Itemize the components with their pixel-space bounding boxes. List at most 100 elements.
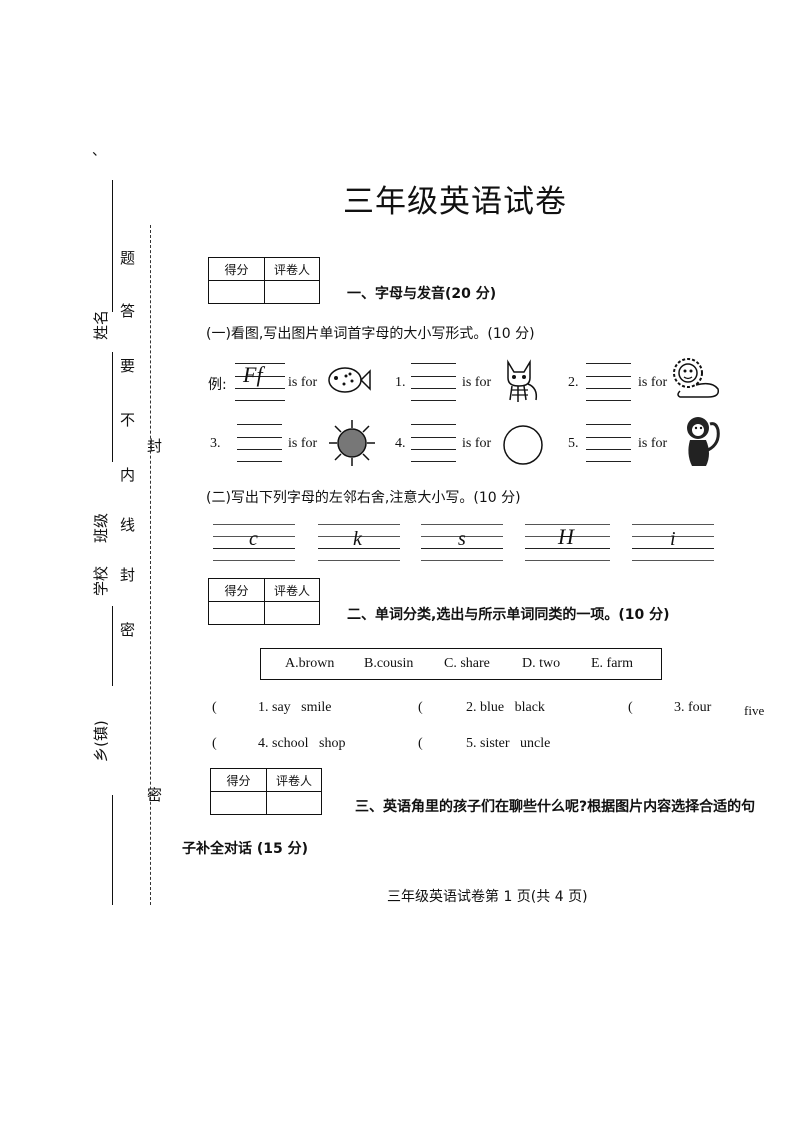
writing-line [411,388,456,389]
question: 2. blue black [466,700,545,715]
name-label: 姓名 [92,309,110,340]
writing-line [235,400,285,401]
paren-open: ( [418,700,423,715]
section1-title: 一、字母与发音(20 分) [347,286,497,302]
given-letter: i [670,528,676,550]
writing-line [586,363,631,364]
question: 5. sister uncle [466,736,551,751]
writing-line [237,424,282,425]
section3-title: 三、英语角里的孩子们在聊些什么呢?根据图片内容选择合适的句 [355,799,756,815]
seal-char: 不 [118,412,136,427]
score-box-3: 得分评卷人 [210,768,322,815]
writing-line [632,548,714,549]
writing-line [525,548,610,549]
score-label: 得分 [208,578,265,602]
question: 4. school shop [258,736,346,751]
page-footer: 三年级英语试卷第 1 页(共 4 页) [387,889,588,905]
seal-char: 答 [118,303,136,318]
writing-line [213,560,295,561]
margin-solid-line-1 [112,180,113,312]
sun-icon [329,420,375,466]
writing-line [586,449,631,450]
writing-line [586,376,631,377]
town-label: 乡(镇) [92,720,110,762]
paren-open: ( [418,736,423,751]
given-letter: s [458,528,466,550]
option: E. farm [591,656,633,671]
margin-solid-line-3 [112,606,113,686]
writing-line [421,560,503,561]
seal-char: 内 [118,467,136,482]
item-number: 1. [395,375,406,390]
writing-line [235,363,285,364]
seal-char: 线 [118,517,136,532]
writing-line [411,449,456,450]
writing-line [411,376,456,377]
example-letters: Ff [243,362,263,387]
writing-line [525,536,610,537]
grader-label: 评卷人 [266,768,322,792]
given-letter: c [249,528,258,550]
circle-icon [503,425,543,465]
writing-line [213,548,295,549]
corner-mark: 、 [92,143,106,159]
writing-line [318,536,400,537]
section1-part2-title: (二)写出下列字母的左邻右舍,注意大小写。(10 分) [206,490,521,506]
question: 3. four [674,700,712,715]
item-number: 5. [568,436,579,451]
item-number: 2. [568,375,579,390]
grader-label: 评卷人 [264,578,320,602]
margin-solid-line-4 [112,795,113,905]
writing-line [318,548,400,549]
grader-cell[interactable] [266,791,322,815]
paren-open: ( [628,700,633,715]
section2-title: 二、单词分类,选出与所示单词同类的一项。(10 分) [347,607,670,623]
is-for-text: is for [288,436,318,451]
score-box-1: 得分评卷人 [208,257,320,304]
section1-part1-title: (一)看图,写出图片单词首字母的大小写形式。(10 分) [206,326,535,342]
writing-line [411,363,456,364]
option: B.cousin [364,656,414,671]
writing-line [318,524,400,525]
margin-dashed-line [150,225,151,905]
page-title: 三年级英语试卷 [343,184,567,220]
option: A.brown [285,656,335,671]
score-cell[interactable] [208,601,265,625]
writing-line [525,524,610,525]
lion-icon [673,358,720,398]
grader-cell[interactable] [264,601,320,625]
options-box [260,648,662,680]
writing-line [213,524,295,525]
seal-char: 封 [145,438,163,453]
option: D. two [522,656,561,671]
writing-line [421,524,503,525]
is-for-text: is for [462,436,492,451]
option: C. share [444,656,490,671]
score-label: 得分 [208,257,265,281]
fish-icon [328,367,371,393]
margin-solid-line-2 [112,352,113,462]
writing-line [235,388,285,389]
grader-cell[interactable] [264,280,320,304]
writing-line [586,400,631,401]
writing-line [235,376,285,377]
is-for-text: is for [288,375,318,390]
question-extra: five [744,703,765,718]
writing-line [318,560,400,561]
score-cell[interactable] [208,280,265,304]
writing-line [411,461,456,462]
seal-char: 密 [145,787,163,802]
writing-line [632,536,714,537]
seal-char: 要 [118,358,136,373]
score-cell[interactable] [210,791,267,815]
writing-line [411,424,456,425]
is-for-text: is for [638,436,668,451]
writing-line [213,536,295,537]
writing-line [411,437,456,438]
question: 1. say smile [258,700,332,715]
item-number: 4. [395,436,406,451]
paren-open: ( [212,736,217,751]
given-letter: k [353,528,362,550]
score-label: 得分 [210,768,267,792]
writing-line [237,437,282,438]
